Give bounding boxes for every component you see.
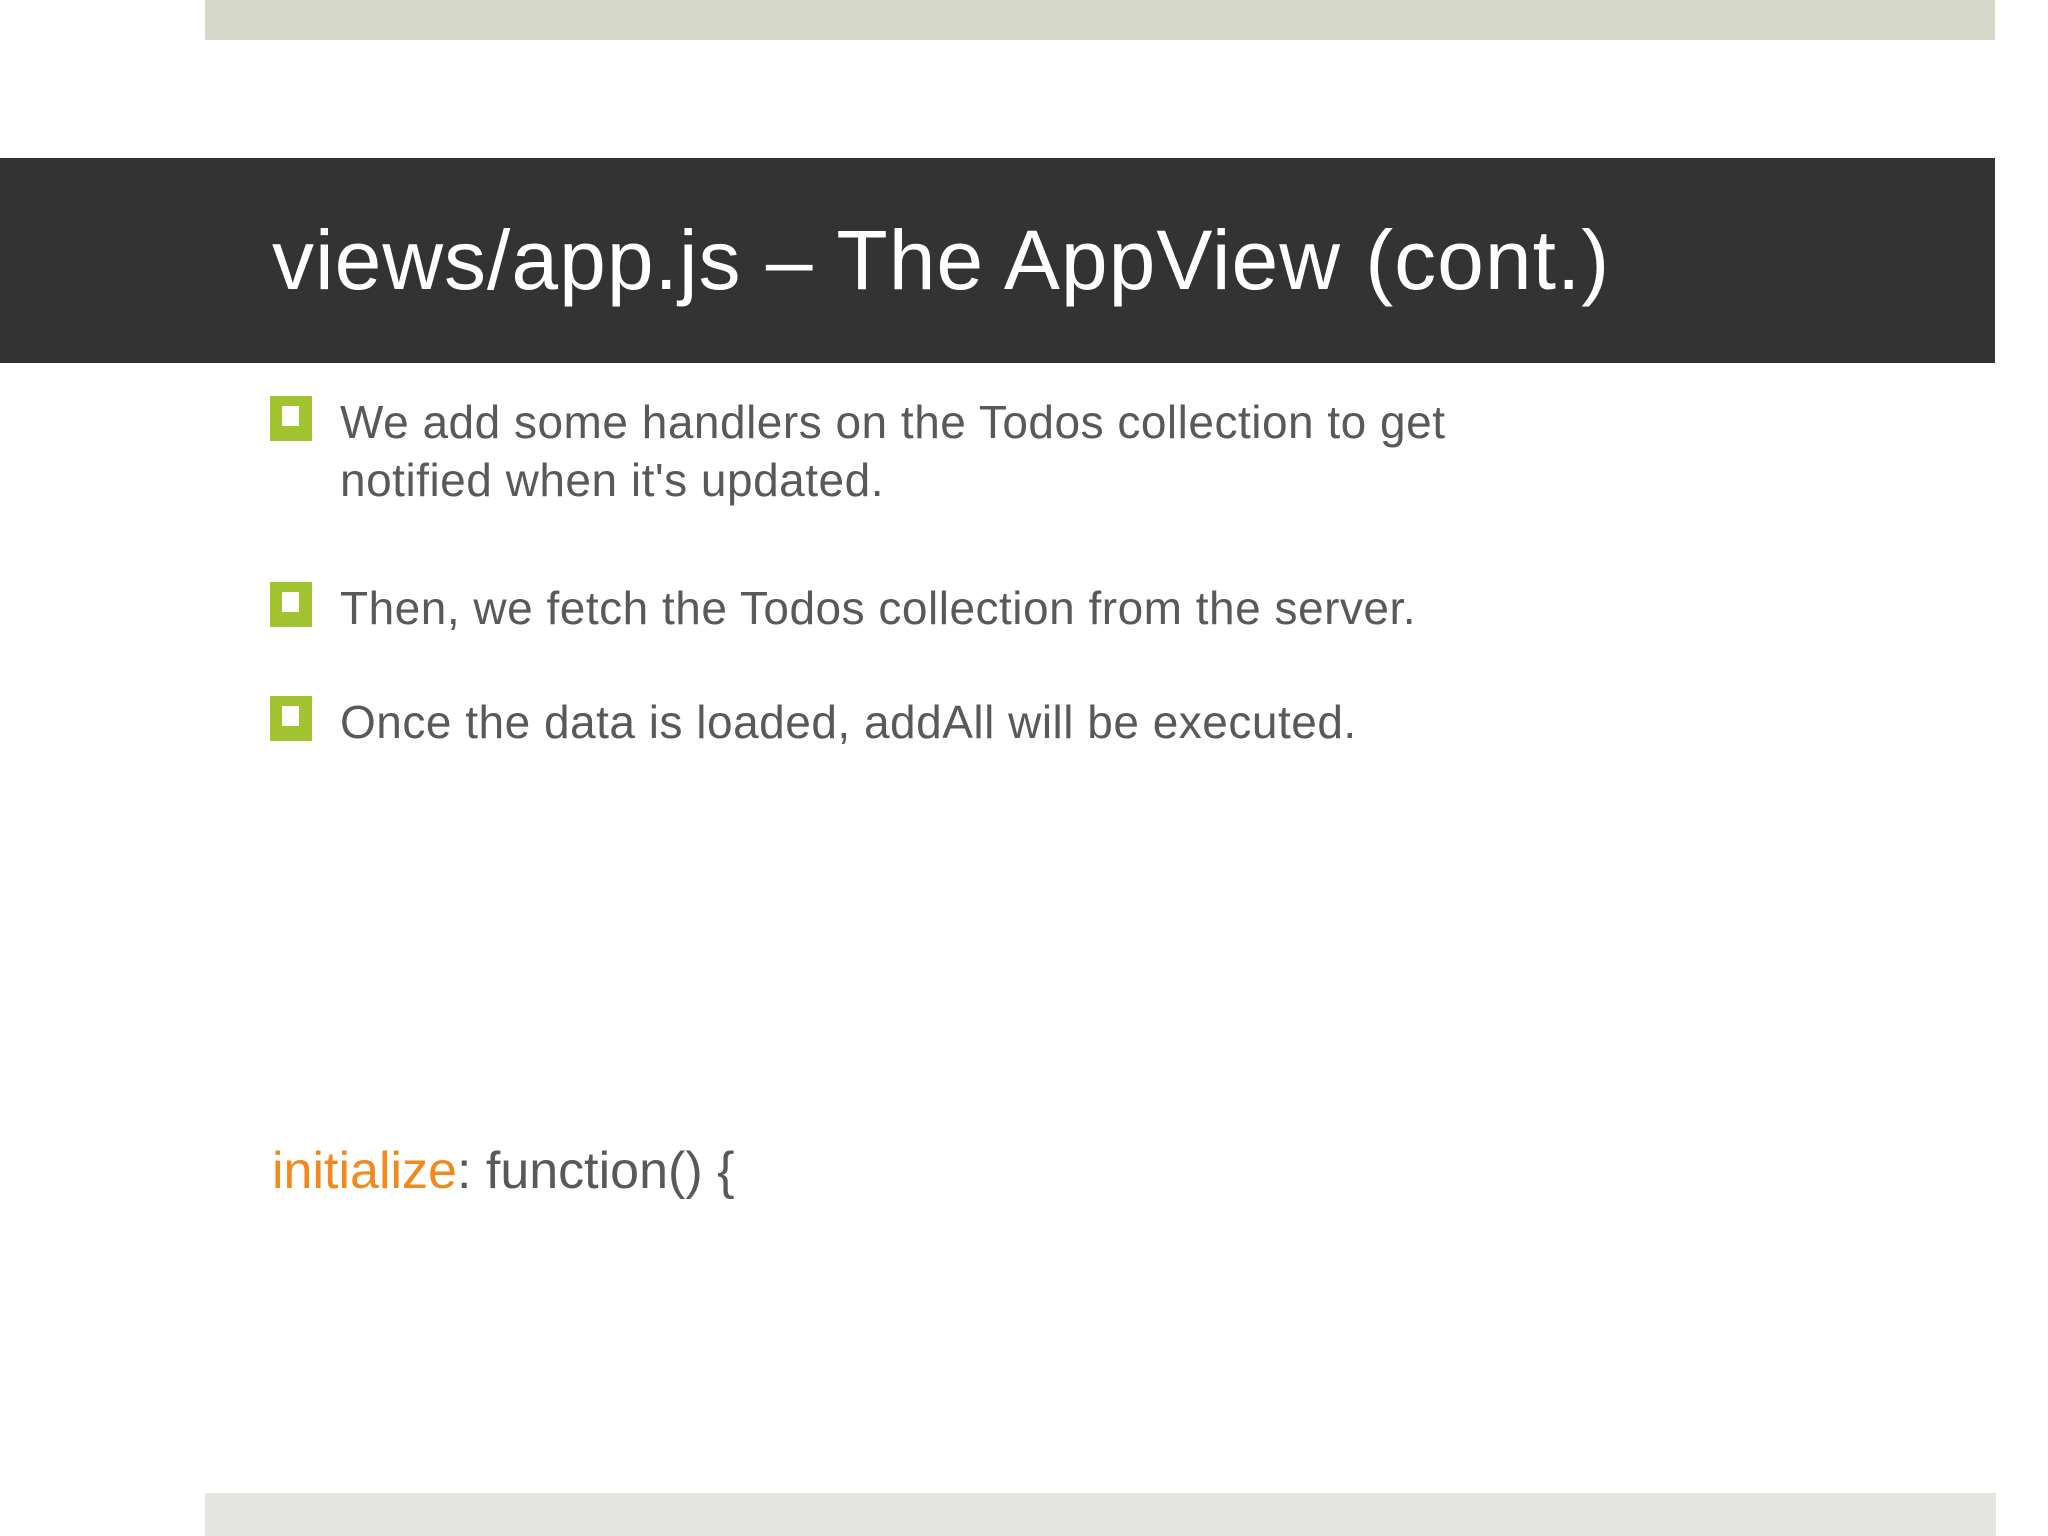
bullet-text: Then, we fetch the Todos collection from… (340, 582, 1417, 634)
code-keyword: initialize (272, 1142, 457, 1200)
square-bullet-icon (270, 582, 312, 627)
code-line-initialize: initialize: function() { (272, 1126, 1076, 1216)
slide-title-bar: views/app.js – The AppView (cont.) (0, 158, 1995, 363)
square-bullet-hole (282, 406, 299, 426)
list-item: Once the data is loaded, addAll will be … (270, 693, 1830, 751)
bullet-text: Once the data is loaded, addAll will be … (340, 696, 1357, 748)
list-item: We add some handlers on the Todos collec… (270, 393, 1830, 509)
bullet-text: We add some handlers on the Todos collec… (340, 396, 1446, 506)
bullet-list: We add some handlers on the Todos collec… (270, 393, 1830, 751)
list-item: Then, we fetch the Todos collection from… (270, 579, 1830, 637)
bottom-accent-strip (205, 1493, 1996, 1536)
top-accent-strip (205, 0, 1995, 40)
code-block: initialize: function() { Todos.bind('add… (272, 856, 1076, 1536)
square-bullet-icon (270, 396, 312, 441)
square-bullet-icon (270, 696, 312, 741)
square-bullet-hole (282, 706, 299, 726)
slide-title: views/app.js – The AppView (cont.) (272, 213, 1611, 307)
code-punctuation: : function() { (456, 1142, 735, 1200)
square-bullet-hole (282, 592, 299, 612)
